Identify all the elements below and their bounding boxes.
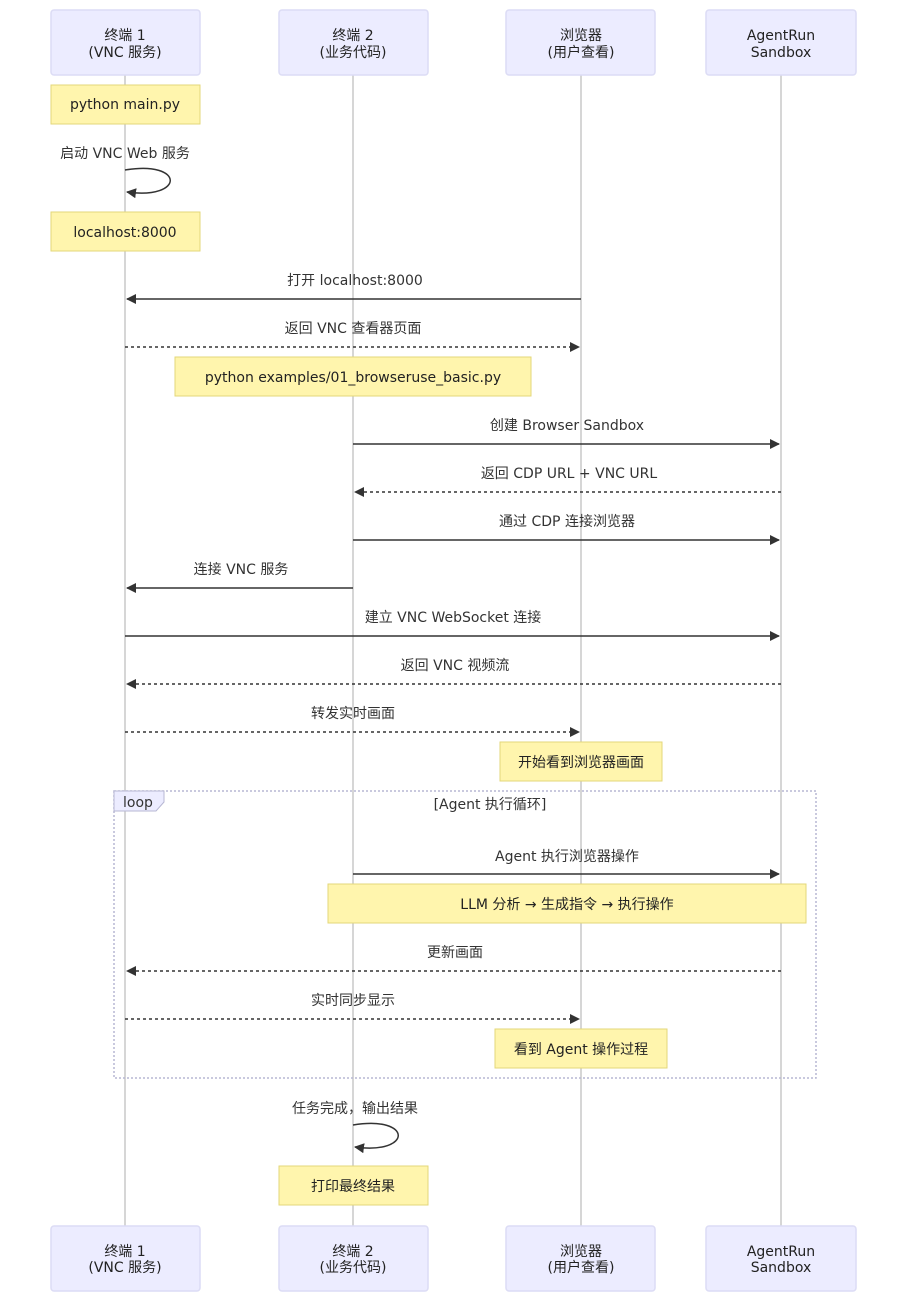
actor-browser-top: 浏览器 (用户查看) [505,9,656,76]
note-text: LLM 分析 → 生成指令 → 执行操作 [460,897,673,913]
loop-tab [113,790,165,812]
note-see-agent [494,1028,668,1069]
actor-sublabel: (业务代码) [320,1260,387,1276]
msg-websocket-label: 建立 VNC WebSocket 连接 [365,609,542,626]
msg-update-frame-label: 更新画面 [427,945,483,961]
actor-browser-bottom: 浏览器 (用户查看) [505,1225,656,1292]
actor-sublabel: (VNC 服务) [88,1260,161,1276]
actor-sublabel: (业务代码) [320,45,387,61]
note-python-main [50,84,201,125]
loop-keyword: loop [123,795,153,811]
loop-frame [113,790,817,1079]
actor-sandbox-bottom: AgentRun Sandbox [705,1225,857,1292]
actor-label: 终端 1 [104,1244,145,1260]
note-text: python examples/01_browseruse_basic.py [205,370,501,386]
msg-start-vnc-label: 启动 VNC Web 服务 [60,146,190,162]
actor-sublabel: (VNC 服务) [88,45,161,61]
actor-sublabel: (用户查看) [548,1259,615,1276]
msg-return-viewer-label: 返回 VNC 查看器页面 [285,321,422,337]
msg-forward-frames-label: 转发实时画面 [311,706,395,722]
msg-open-localhost-label: 打开 localhost:8000 [287,272,423,289]
actor-label: AgentRun [747,28,815,44]
actor-label: 终端 2 [332,28,373,44]
actor-sublabel: (用户查看) [548,44,615,61]
note-text: 看到 Agent 操作过程 [514,1042,648,1058]
actor-sublabel: Sandbox [751,45,812,61]
msg-return-urls-label: 返回 CDP URL + VNC URL [481,466,658,482]
actor-terminal-1-top: 终端 1 (VNC 服务) [50,9,201,76]
actor-label: 浏览器 [560,28,602,44]
msg-create-sandbox-label: 创建 Browser Sandbox [490,418,644,434]
actor-label: AgentRun [747,1244,815,1260]
msg-connect-vnc-label: 连接 VNC 服务 [194,561,289,578]
msg-realtime-sync-label: 实时同步显示 [311,993,395,1009]
actor-label: 浏览器 [560,1244,602,1260]
note-text: localhost:8000 [73,225,176,241]
note-llm-analysis [327,883,807,924]
note-text: 开始看到浏览器画面 [518,755,644,771]
actor-label: 终端 2 [332,1244,373,1260]
msg-agent-ops-label: Agent 执行浏览器操作 [495,849,639,865]
note-text: 打印最终结果 [311,1178,395,1195]
actor-sandbox-top: AgentRun Sandbox [705,9,857,76]
msg-cdp-connect-label: 通过 CDP 连接浏览器 [499,513,635,530]
actor-terminal-1-bottom: 终端 1 (VNC 服务) [50,1225,201,1292]
msg-video-stream-label: 返回 VNC 视频流 [401,658,510,674]
actor-terminal-2-top: 终端 2 (业务代码) [278,9,429,76]
actor-sublabel: Sandbox [751,1260,812,1276]
actor-terminal-2-bottom: 终端 2 (业务代码) [278,1225,429,1292]
loop-condition: [Agent 执行循环] [434,797,547,813]
note-start-seeing [499,741,663,782]
msg-task-done-arrow [352,1122,399,1154]
note-python-example [174,356,532,397]
msg-start-vnc-arrow [124,167,171,199]
actor-label: 终端 1 [104,28,145,44]
msg-task-done-label: 任务完成，输出结果 [292,1101,418,1117]
note-localhost [50,211,201,252]
note-print-result [278,1165,429,1206]
note-text: python main.py [70,97,180,113]
